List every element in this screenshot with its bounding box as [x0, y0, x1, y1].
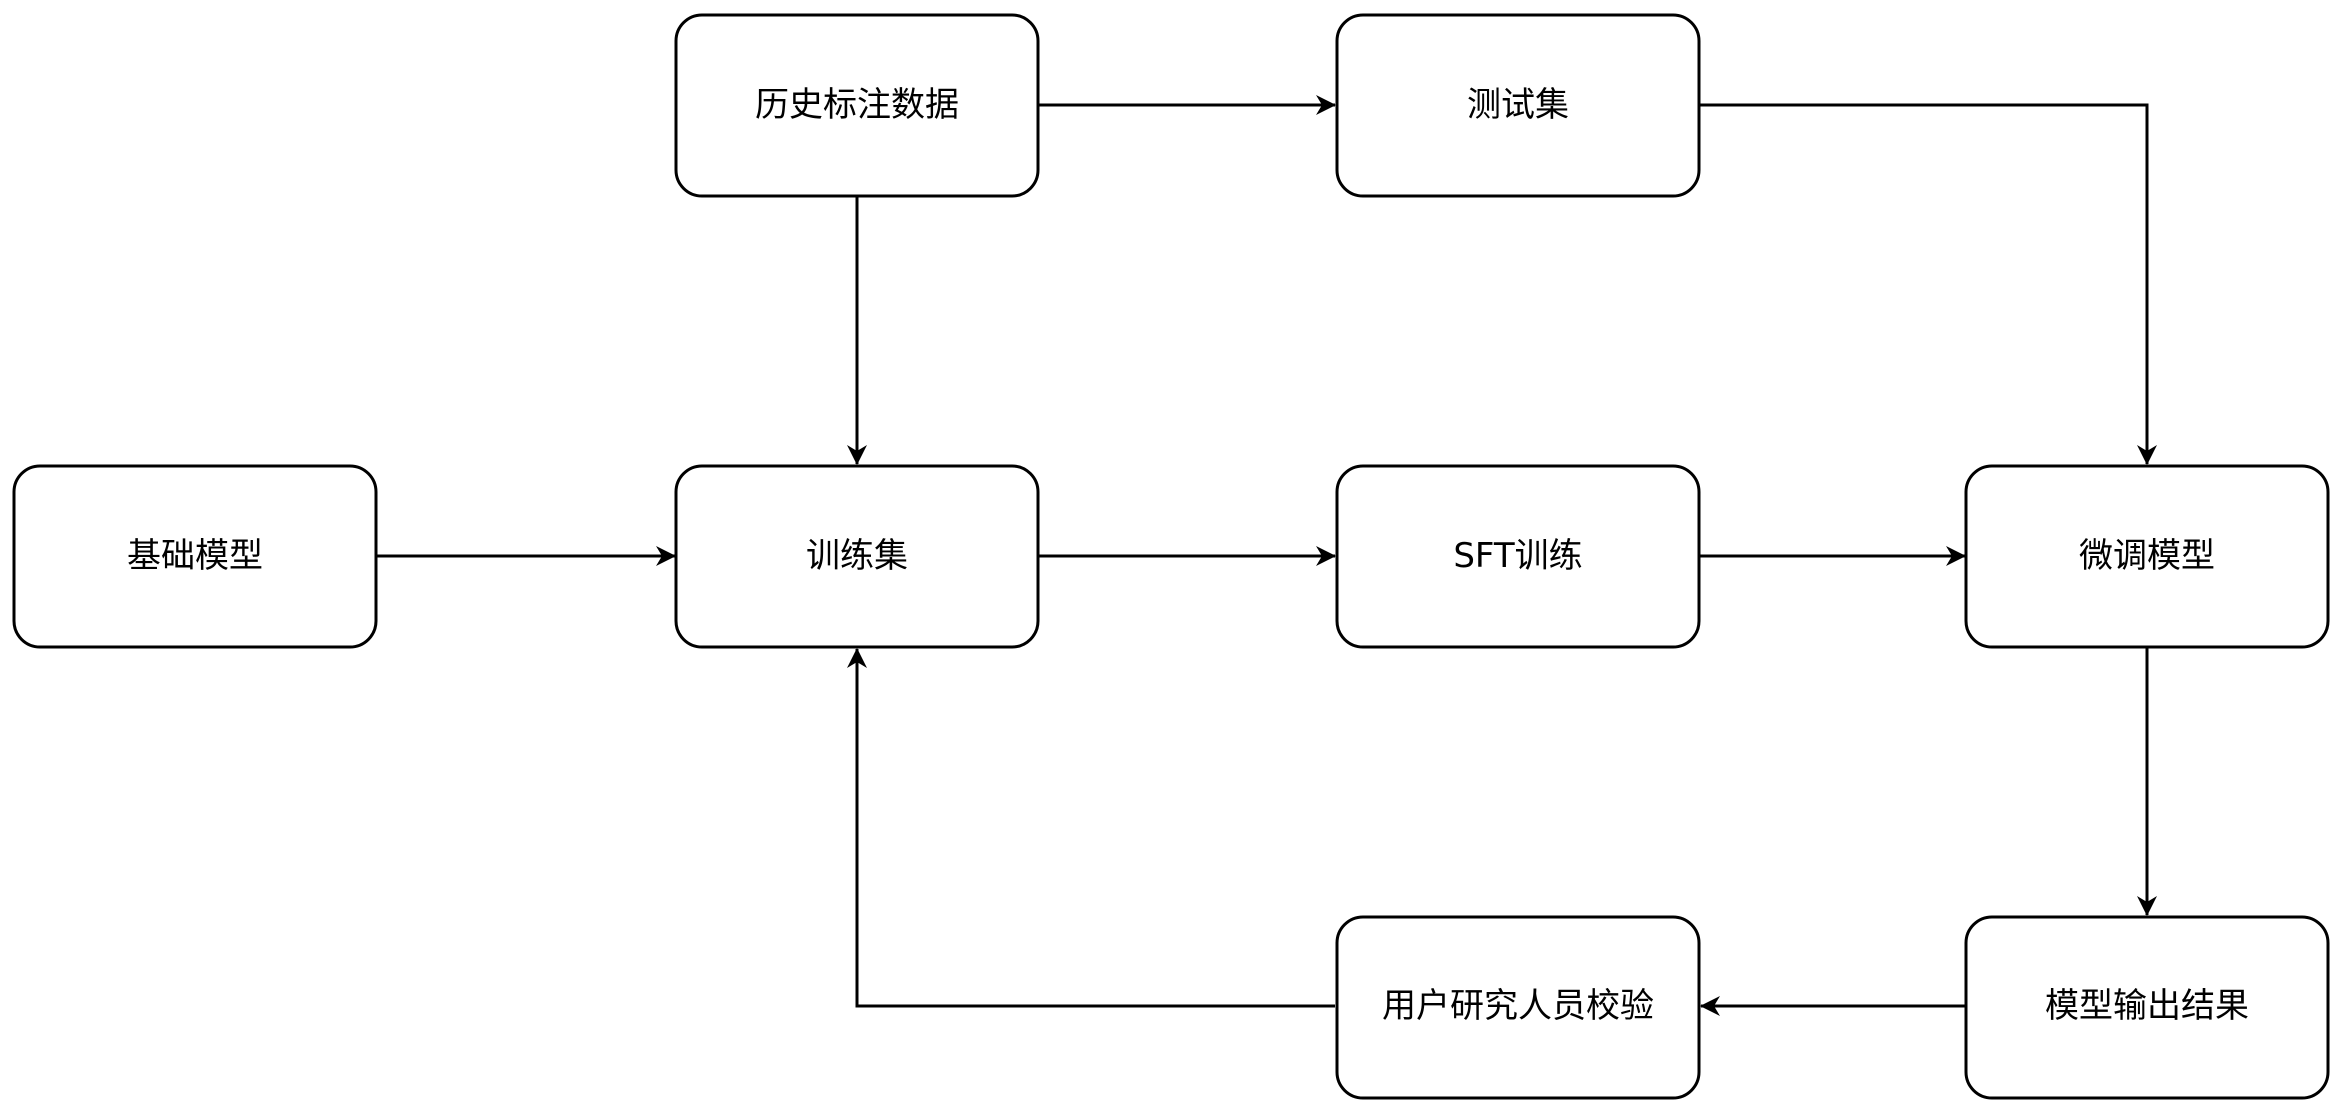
node-label: 微调模型	[2079, 536, 2215, 576]
node-label: 基础模型	[127, 536, 263, 576]
node-base-model: 基础模型	[12, 464, 378, 649]
node-label: SFT训练	[1453, 536, 1582, 576]
node-user-researcher-verification: 用户研究人员校验	[1335, 915, 1701, 1100]
node-training-set: 训练集	[674, 464, 1040, 649]
edge-testset-to-finetuned	[1699, 103, 2157, 465]
node-sft-training: SFT训练	[1335, 464, 1701, 649]
node-model-output: 模型输出结果	[1964, 915, 2330, 1100]
edge-verify-to-trainset	[847, 648, 1335, 1008]
node-label: 训练集	[806, 536, 908, 576]
node-finetuned-model: 微调模型	[1964, 464, 2330, 649]
node-history-data: 历史标注数据	[674, 13, 1040, 198]
node-label: 模型输出结果	[2045, 986, 2249, 1026]
node-label: 用户研究人员校验	[1382, 986, 1654, 1026]
node-test-set: 测试集	[1335, 13, 1701, 198]
node-label: 测试集	[1467, 85, 1569, 125]
node-label: 历史标注数据	[755, 85, 959, 125]
